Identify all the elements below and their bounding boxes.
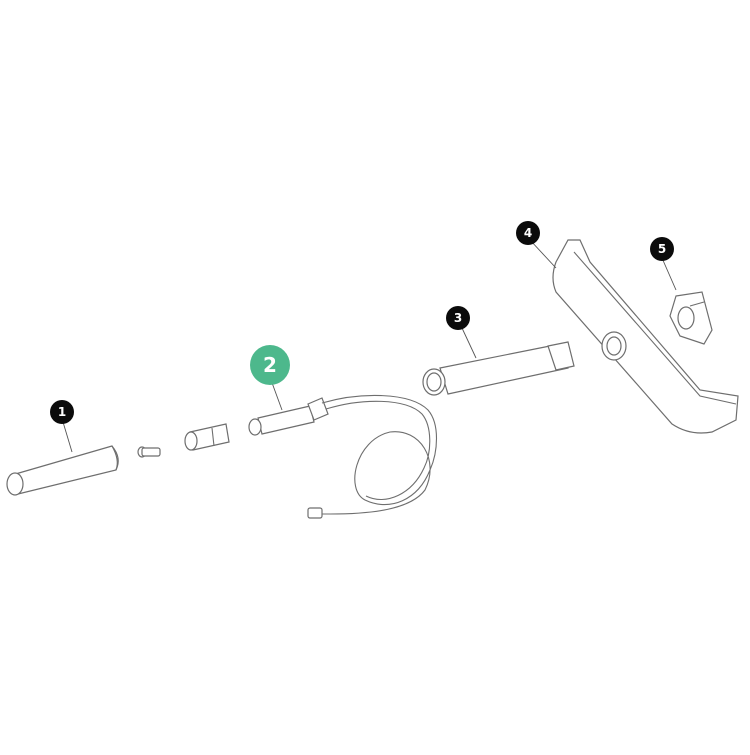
callout-5[interactable]: 5 [650, 237, 674, 261]
connector[interactable] [184, 423, 230, 451]
callout-4[interactable]: 4 [516, 221, 540, 245]
part-5-clip-mount[interactable] [669, 291, 713, 345]
callout-2-highlighted[interactable]: 2 [250, 345, 290, 385]
callout-3[interactable]: 3 [446, 306, 470, 330]
part-1-tapered-sleeve[interactable] [6, 445, 119, 496]
callout-1[interactable]: 1 [50, 400, 74, 424]
part-3-tube[interactable] [422, 341, 575, 396]
small-pin[interactable] [137, 446, 161, 458]
part-4-curved-bracket[interactable] [552, 239, 739, 434]
part-2-cable-assembly[interactable] [248, 394, 437, 519]
